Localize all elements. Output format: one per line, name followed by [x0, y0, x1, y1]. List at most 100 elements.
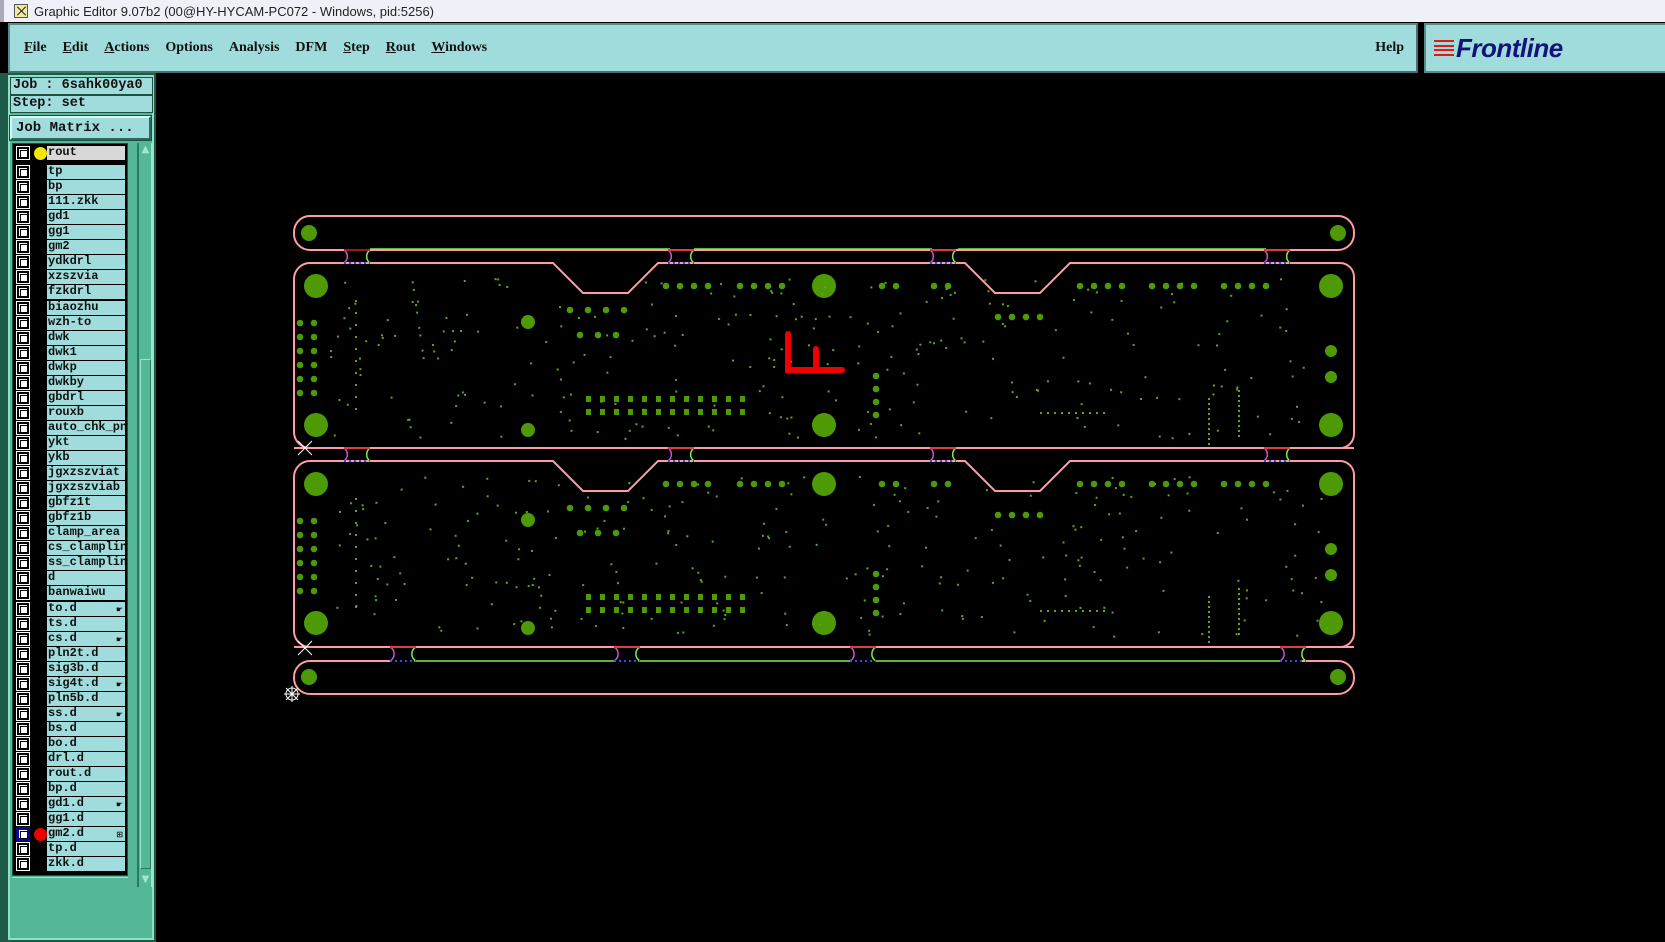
layer-name[interactable]: jgxzszviat: [47, 466, 125, 481]
layer-row-biaozhu[interactable]: biaozhu: [13, 300, 127, 315]
layer-row-bs.d[interactable]: bs.d: [13, 721, 127, 736]
layer-row-gg1.d[interactable]: gg1.d: [13, 811, 127, 827]
layer-checkbox[interactable]: [17, 166, 29, 179]
layer-checkbox[interactable]: [17, 211, 29, 224]
layer-row-jgxzszviat[interactable]: jgxzszviat: [13, 465, 127, 481]
menu-edit[interactable]: Edit: [62, 40, 89, 55]
layer-checkbox[interactable]: [17, 497, 29, 510]
layer-row-gd1[interactable]: gd1: [13, 209, 127, 225]
layer-checkbox[interactable]: [17, 542, 29, 555]
layer-name[interactable]: cs_clampline: [47, 541, 125, 556]
layer-checkbox[interactable]: [17, 647, 29, 660]
layer-row-ykt[interactable]: ykt: [13, 435, 127, 450]
layer-checkbox[interactable]: [17, 587, 29, 600]
layer-name[interactable]: bo.d: [47, 736, 125, 751]
layer-name[interactable]: dwk1: [47, 345, 125, 360]
layer-name[interactable]: rout.d: [47, 767, 125, 782]
layer-checkbox[interactable]: [17, 181, 29, 194]
layer-checkbox[interactable]: [17, 858, 29, 871]
layer-checkbox[interactable]: [17, 226, 29, 239]
job-matrix-button[interactable]: Job Matrix ...: [10, 116, 151, 140]
layer-row-pln5b.d[interactable]: pln5b.d: [13, 691, 127, 706]
menu-file[interactable]: File: [24, 40, 47, 55]
layer-checkbox[interactable]: [17, 346, 29, 359]
layer-row-tp[interactable]: tp: [13, 164, 127, 180]
layer-row-gbfz1t[interactable]: gbfz1t: [13, 495, 127, 511]
menu-windows[interactable]: Windows: [431, 40, 488, 55]
layer-row-gm2.d[interactable]: gm2.d⊞: [13, 826, 127, 842]
layer-name[interactable]: dwkby: [47, 375, 125, 390]
layer-checkbox[interactable]: [17, 707, 29, 720]
layer-checkbox[interactable]: [17, 692, 29, 705]
layer-name[interactable]: ydkdrl: [47, 255, 125, 270]
layer-row-pln2t.d[interactable]: pln2t.d: [13, 646, 127, 661]
menu-actions[interactable]: Actions: [104, 40, 150, 55]
layer-name[interactable]: zkk.d: [47, 857, 125, 872]
layer-checkbox[interactable]: [17, 617, 29, 630]
layer-name[interactable]: sig4t.d☛: [47, 676, 125, 691]
layer-name[interactable]: sig3b.d: [47, 661, 125, 676]
layer-name[interactable]: gg1.d: [47, 812, 125, 827]
layer-name[interactable]: cs.d☛: [47, 631, 125, 646]
layer-checkbox[interactable]: [17, 271, 29, 284]
layer-name[interactable]: tp.d: [47, 842, 125, 857]
layer-name[interactable]: auto_chk_pnl: [47, 420, 125, 435]
layer-checkbox[interactable]: [17, 768, 29, 781]
layer-checkbox[interactable]: [17, 316, 29, 329]
layer-checkbox[interactable]: [17, 783, 29, 796]
layer-name[interactable]: bp: [47, 180, 125, 195]
layer-checkbox[interactable]: [17, 828, 29, 841]
layer-row-fzkdrl[interactable]: fzkdrl: [13, 284, 127, 300]
layer-checkbox[interactable]: [17, 391, 29, 404]
layer-name[interactable]: 111.zkk: [47, 195, 125, 210]
layer-checkbox[interactable]: [17, 632, 29, 645]
layer-checkbox[interactable]: [17, 798, 29, 811]
layer-row-gbdrl[interactable]: gbdrl: [13, 390, 127, 405]
layer-row-rouxb[interactable]: rouxb: [13, 405, 127, 420]
layer-checkbox[interactable]: [17, 482, 29, 495]
menu-dfm[interactable]: DFM: [295, 40, 328, 55]
layer-checkbox[interactable]: [17, 301, 29, 314]
layer-row-jgxzszviab[interactable]: jgxzszviab: [13, 480, 127, 496]
layer-checkbox[interactable]: [17, 843, 29, 856]
layer-name[interactable]: ykt: [47, 435, 125, 450]
layer-name[interactable]: gm2.d⊞: [47, 827, 125, 842]
layer-row-d[interactable]: d: [13, 570, 127, 586]
layer-list-scrollbar[interactable]: ▲ ▼: [137, 143, 153, 887]
layer-row-ts.d[interactable]: ts.d: [13, 616, 127, 631]
layer-row-banwaiwu[interactable]: banwaiwu: [13, 585, 127, 601]
layer-name[interactable]: fzkdrl: [47, 285, 125, 300]
layer-name[interactable]: gbdrl: [47, 390, 125, 405]
layer-checkbox[interactable]: [17, 241, 29, 254]
layer-row-rout[interactable]: rout: [13, 145, 127, 160]
layer-checkbox[interactable]: [17, 572, 29, 585]
layer-name[interactable]: jgxzszviab: [47, 481, 125, 496]
layer-name[interactable]: gd1.d☛: [47, 797, 125, 812]
layer-checkbox[interactable]: [17, 286, 29, 299]
layer-checkbox[interactable]: [17, 602, 29, 615]
layer-row-ss.d[interactable]: ss.d☛: [13, 706, 127, 721]
layer-checkbox[interactable]: [17, 421, 29, 434]
layer-checkbox[interactable]: [17, 196, 29, 209]
layer-checkbox[interactable]: [17, 376, 29, 389]
layer-row-auto_chk_pnl[interactable]: auto_chk_pnl: [13, 420, 127, 435]
layer-name[interactable]: pln2t.d: [47, 646, 125, 661]
layer-name[interactable]: gbfz1t: [47, 496, 125, 511]
layer-row-xzszvia[interactable]: xzszvia: [13, 269, 127, 285]
layer-name[interactable]: ts.d: [47, 616, 125, 631]
layer-name[interactable]: bs.d: [47, 721, 125, 736]
layer-row-bp.d[interactable]: bp.d: [13, 781, 127, 797]
menu-step[interactable]: Step: [343, 40, 370, 55]
layer-name[interactable]: dwk: [47, 330, 125, 345]
menu-analysis[interactable]: Analysis: [228, 40, 280, 55]
menu-options[interactable]: Options: [165, 40, 213, 55]
layer-row-rout.d[interactable]: rout.d: [13, 766, 127, 782]
layer-row-cs.d[interactable]: cs.d☛: [13, 631, 127, 646]
layer-name[interactable]: clamp_area: [47, 526, 125, 541]
layer-name[interactable]: d: [47, 571, 125, 586]
layer-row-dwk[interactable]: dwk: [13, 330, 127, 345]
layer-checkbox[interactable]: [17, 361, 29, 374]
layer-row-drl.d[interactable]: drl.d: [13, 751, 127, 766]
layer-name[interactable]: banwaiwu: [47, 586, 125, 601]
layer-checkbox[interactable]: [17, 467, 29, 480]
